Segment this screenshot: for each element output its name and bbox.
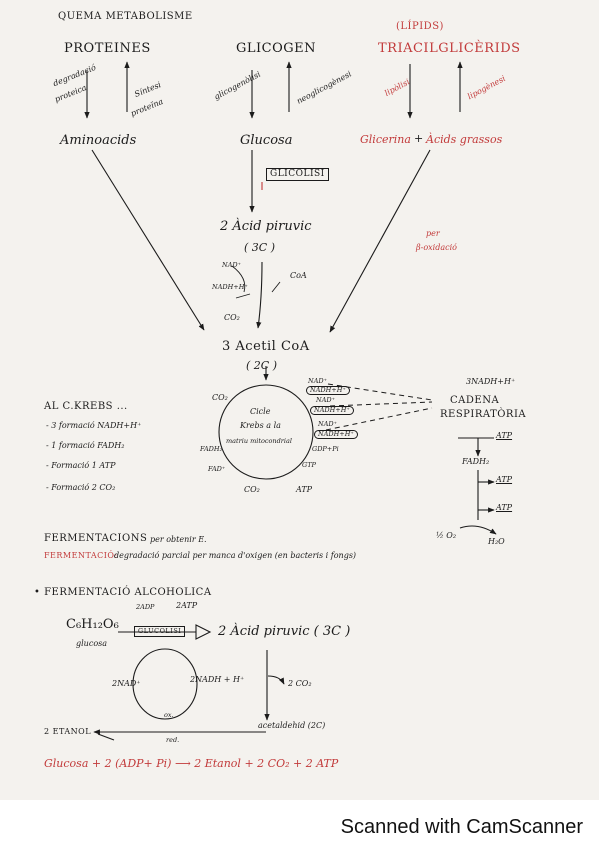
krebs-nad-2: NAD⁺	[316, 396, 336, 404]
glucose-formula: C₆H₁₂O₆	[66, 617, 119, 632]
acetaldehid-label: acetaldehid (2C)	[258, 721, 326, 730]
krebs-nadh-1: NADH+H⁺	[306, 386, 350, 395]
chain-half-o2: ½ O₂	[436, 531, 457, 540]
glucosa-label: Glucosa	[240, 133, 293, 148]
krebs-point: - 1 formació FADH₂	[46, 441, 125, 450]
krebs-fad: FAD⁺	[208, 465, 226, 473]
chain-atp-3: ATP	[496, 503, 513, 512]
krebs-co2-top: CO₂	[212, 393, 228, 402]
krebs-atp: ATP	[296, 485, 313, 494]
two-adp-label: 2ADP	[136, 603, 155, 611]
co2-label: CO₂	[224, 313, 240, 322]
glucolisi-box: GLUCOLISI	[134, 626, 186, 637]
scanner-watermark: Scanned with CamScanner	[340, 816, 583, 838]
krebs-center-line: matriu mitocondrial	[226, 437, 292, 445]
beta-oxidacio-label: β-oxidació	[416, 243, 457, 252]
ferm-heading-note: per obtenir E.	[150, 535, 207, 544]
etanol-label: 2 ETANOL	[44, 727, 92, 736]
krebs-gdp: GDP+Pi	[312, 445, 339, 453]
triacilglicerids-label: TRIACILGLICÈRIDS	[378, 41, 521, 56]
krebs-point: - 3 formació NADH+H⁺	[46, 421, 142, 430]
ferm-acid-piruvic: 2 Àcid piruvic ( 3C )	[218, 624, 351, 639]
ferm-equation: Glucosa + 2 (ADP+ Pi) ⟶ 2 Etanol + 2 CO₂…	[44, 757, 339, 770]
per-label: per	[426, 229, 440, 238]
krebs-nad-1: NAD⁺	[308, 377, 328, 385]
glicogen-label: GLICOGEN	[236, 41, 317, 56]
krebs-point: - Formació 2 CO₂	[46, 483, 116, 492]
acetil-coa-label: 3 Acetil CoA	[222, 339, 310, 354]
ox-label: ox.	[164, 711, 174, 719]
chain-fadh2: FADH₂	[462, 457, 490, 466]
page-title: QUEMA METABOLISME	[58, 11, 193, 22]
aminoacids-label: Aminoacids	[60, 133, 137, 148]
nadh2-label: 2NADH + H⁺	[190, 675, 245, 684]
ferm-def-label: FERMENTACIÓ:	[44, 551, 118, 560]
krebs-gtp: GTP	[302, 461, 316, 469]
krebs-heading: AL C.KREBS ...	[44, 401, 128, 412]
chain-nadh3: 3NADH+H⁺	[466, 377, 516, 386]
ferm-def-text: degradació parcial per manca d'oxigen (e…	[114, 551, 357, 560]
krebs-co2-bottom: CO₂	[244, 485, 260, 494]
krebs-center-line: Krebs a la	[240, 421, 281, 430]
chain-title: CADENA	[450, 395, 500, 406]
plus-sign: +	[414, 132, 424, 145]
acetil-2c-label: ( 2C )	[246, 359, 277, 372]
proteines-label: PROTEINES	[64, 41, 151, 56]
chain-atp-1: ATP	[496, 431, 513, 440]
scanner-footer: Scanned with CamScanner	[0, 806, 599, 848]
ferm-alcoholica-heading: • FERMENTACIÓ ALCOHOLICA	[34, 587, 212, 598]
acid-piruvic-label: 2 Àcid piruvic	[220, 219, 312, 234]
krebs-fadh2: FADH₂	[200, 445, 223, 453]
chain-title: RESPIRATÒRIA	[440, 409, 527, 420]
ferm-co2-label: 2 CO₂	[288, 679, 312, 688]
ferm-heading: FERMENTACIONS	[44, 533, 148, 544]
acids-grassos-label: Àcids grassos	[426, 133, 503, 146]
chain-atp-2: ATP	[496, 475, 513, 484]
coa-label: CoA	[290, 271, 307, 280]
krebs-nadh-2: NADH+H⁺	[310, 406, 354, 415]
piruvic-3c-label: ( 3C )	[244, 241, 275, 254]
krebs-center-line: Cicle	[250, 407, 271, 416]
nadh-label: NADH+H⁺	[212, 283, 248, 291]
krebs-nad-3: NAD⁺	[318, 420, 338, 428]
two-atp-label: 2ATP	[176, 601, 198, 610]
glucose-label: glucosa	[76, 639, 108, 648]
red-label: red.	[166, 736, 180, 744]
krebs-point: - Formació 1 ATP	[46, 461, 116, 470]
diagram-lines	[84, 61, 497, 741]
lipids-label: (LÍPIDS)	[396, 21, 444, 32]
notes-sheet: QUEMA METABOLISME (LÍPIDS) PROTEINES GLI…	[0, 0, 599, 800]
krebs-nadh-3: NADH+H⁺	[314, 430, 358, 439]
nad2-label: 2NAD⁺	[112, 679, 141, 688]
glicolisi-box: GLICOLISI	[266, 168, 329, 181]
chain-h2o: H₂O	[488, 537, 505, 546]
glicerina-label: Glicerina	[360, 133, 411, 146]
nad-plus-label: NAD⁺	[222, 261, 242, 269]
